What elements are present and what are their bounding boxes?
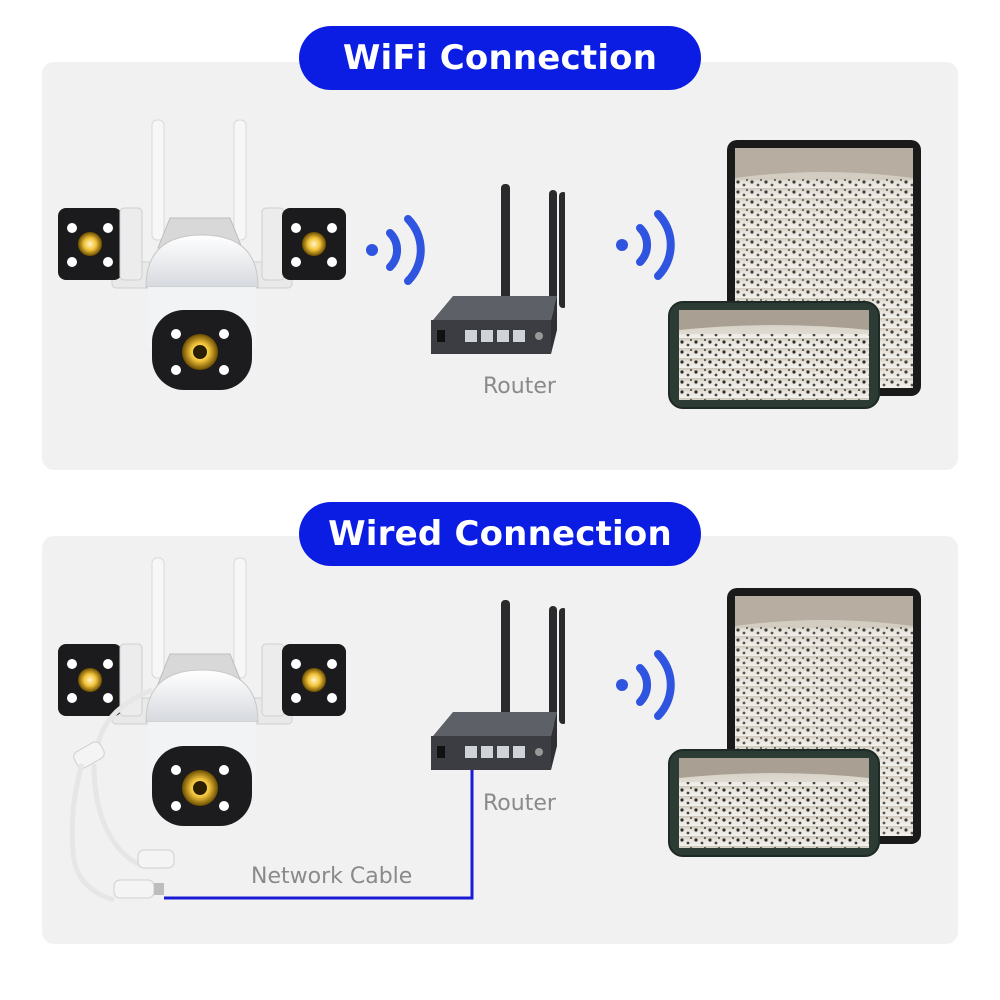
router-label: Router (483, 791, 556, 816)
wifi-signal-icon (610, 200, 690, 290)
wifi-signal-icon (360, 205, 440, 295)
network-cable-line (160, 752, 480, 902)
camera-icon (52, 550, 352, 910)
camera-icon (52, 112, 352, 402)
tablet-icon (665, 138, 930, 410)
wifi-section-title: WiFi Connection (299, 26, 701, 90)
router-icon (425, 596, 565, 786)
network-cable-label: Network Cable (251, 864, 413, 889)
tablet-icon (665, 586, 930, 858)
wifi-signal-icon (610, 640, 690, 730)
wired-section-title: Wired Connection (299, 502, 701, 566)
router-icon (425, 180, 565, 370)
router-label: Router (483, 374, 556, 399)
